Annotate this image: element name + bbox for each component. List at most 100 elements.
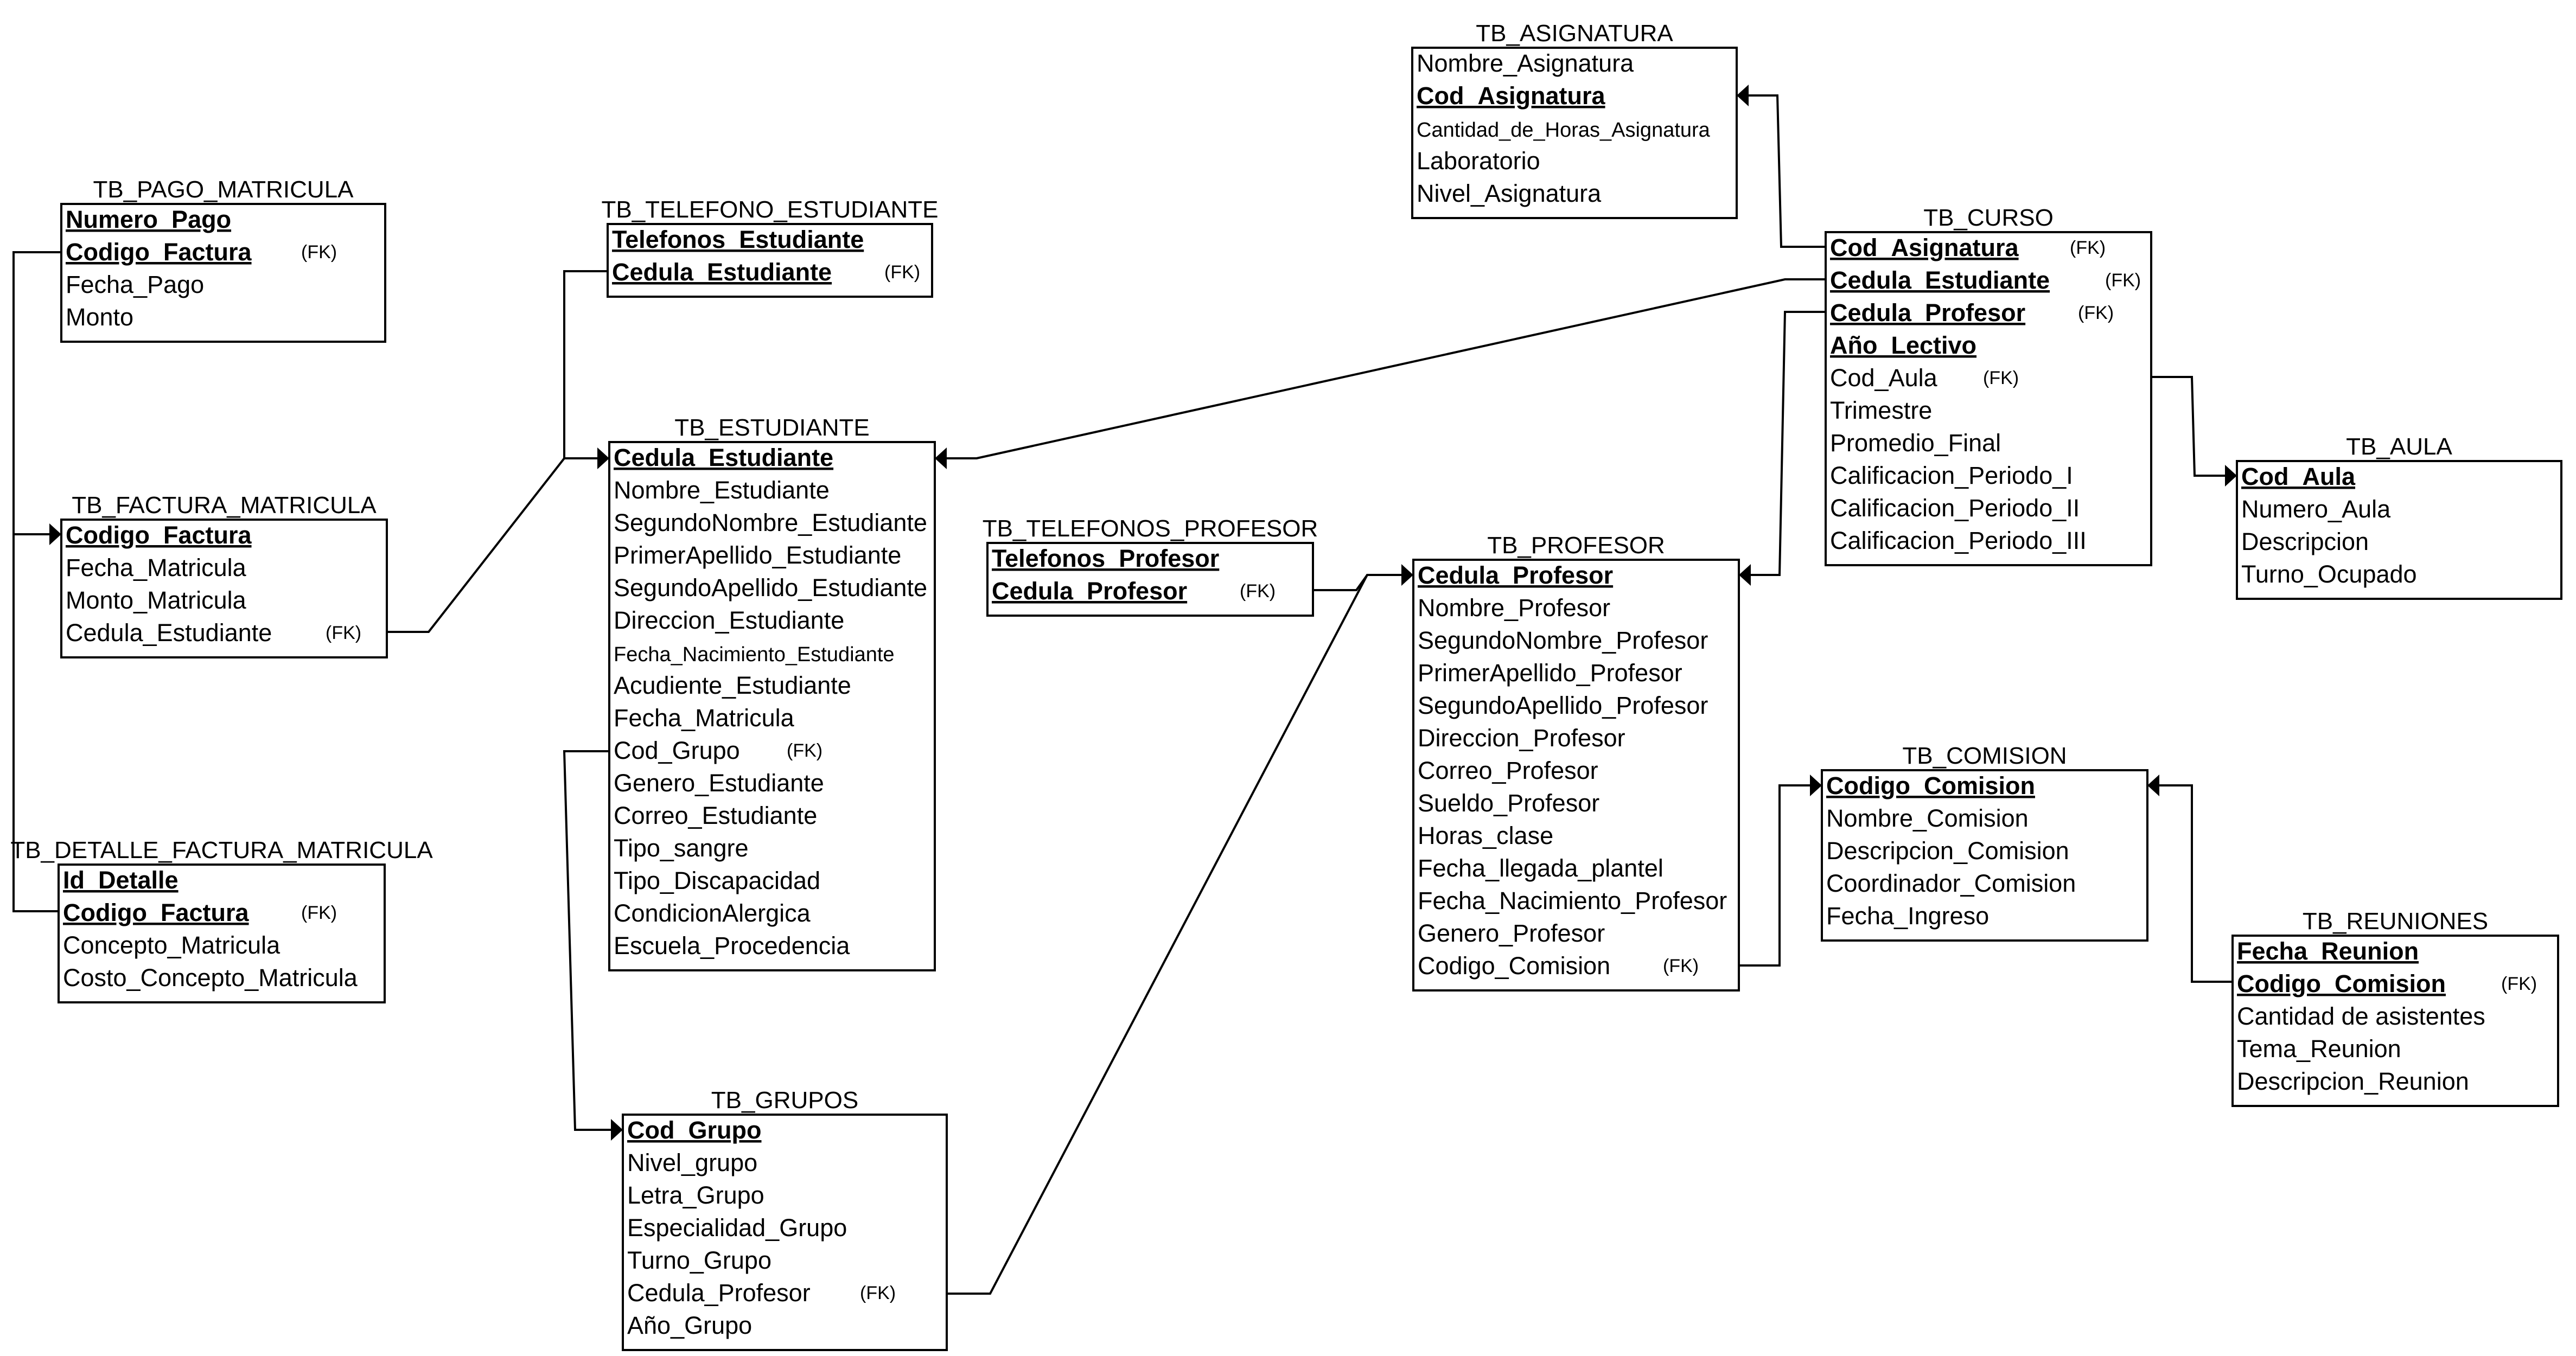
field-costo-concepto-matricula: Costo_Concepto_Matricula [63, 964, 358, 992]
tb-factura-matricula-table: TB_FACTURA_MATRICULACodigo_FacturaFecha_… [60, 492, 388, 658]
field-codigo-factura: Codigo_Factura [63, 899, 250, 926]
fk-marker: (FK) [2078, 303, 2114, 323]
field-horas-clase: Horas_clase [1418, 822, 1553, 849]
field-cedula-estudiante: Cedula_Estudiante [1830, 266, 2050, 294]
tb-grupos-title: TB_GRUPOS [711, 1087, 858, 1114]
field-codigo-comision: Codigo_Comision [2237, 970, 2446, 997]
field-escuela-procedencia: Escuela_Procedencia [614, 932, 850, 960]
tb-grupos-table: TB_GRUPOSCod_GrupoNivel_grupoLetra_Grupo… [622, 1087, 948, 1351]
field-especialidad-grupo: Especialidad_Grupo [627, 1214, 847, 1242]
field-cedula-profesor: Cedula_Profesor [1418, 561, 1613, 589]
relationship-arrowheads [49, 85, 2237, 1141]
tb-reuniones-table: TB_REUNIONESFecha_ReunionCodigo_Comision… [2231, 908, 2559, 1107]
tb-aula-box [2236, 460, 2562, 600]
arrow-into-estudiante-l-icon [597, 447, 609, 469]
tb-estudiante-title: TB_ESTUDIANTE [674, 414, 869, 441]
tb-curso-box [1825, 231, 2152, 566]
arrow-into-estudiante-r-icon [935, 447, 947, 469]
arrow-into-factura-icon [49, 523, 61, 545]
field-fecha-matricula: Fecha_Matricula [66, 554, 247, 581]
link-profesor-comision [1739, 784, 1822, 967]
field-primerapellido-estudiante: PrimerApellido_Estudiante [614, 541, 901, 569]
field-numero-aula: Numero_Aula [2241, 495, 2391, 523]
link-estudiante-grupo [563, 750, 623, 1131]
relationship-lines [12, 94, 2237, 1295]
field-monto: Monto [66, 303, 133, 331]
tb-factura-matricula-box [60, 519, 388, 658]
tb-pago-matricula-box [60, 203, 386, 343]
field-segundoapellido-profesor: SegundoApellido_Profesor [1418, 692, 1708, 719]
arrow-into-profesor-r-icon [1739, 564, 1751, 586]
arrow-into-comision-r-icon [2147, 775, 2159, 796]
tb-estudiante-table: TB_ESTUDIANTECedula_EstudianteNombre_Est… [608, 414, 936, 971]
tb-pago-matricula-title: TB_PAGO_MATRICULA [93, 176, 354, 203]
link-factura-estudiante [387, 457, 609, 633]
field-cod-asignatura: Cod_Asignatura [1417, 82, 1606, 110]
fk-marker: (FK) [1983, 368, 2019, 388]
field-promedio-final: Promedio_Final [1830, 429, 2001, 457]
arrow-into-aula-icon [2225, 465, 2237, 487]
arrow-into-asignatura-icon [1737, 85, 1749, 106]
field-tema-reunion: Tema_Reunion [2237, 1035, 2401, 1063]
tb-comision-table: TB_COMISION Codigo_ComisionNombre_Comisio… [1821, 743, 2148, 942]
field-fecha-nacimiento-estudiante: Fecha_Nacimiento_Estudiante [614, 643, 895, 666]
link-curso-profesor [1739, 311, 1826, 576]
tb-telefonos-profesor-title: TB_TELEFONOS_PROFESOR [983, 515, 1318, 542]
field-direccion-estudiante: Direccion_Estudiante [614, 606, 844, 634]
link-pago-factura [12, 251, 61, 535]
arrow-into-grupos-icon [611, 1119, 623, 1141]
field-acudiente-estudiante: Acudiente_Estudiante [614, 671, 851, 699]
tb-telefono-estudiante-box [607, 223, 933, 298]
field-a-o-lectivo: Año_Lectivo [1830, 331, 1976, 359]
fk-marker: (FK) [301, 903, 337, 923]
tb-asignatura-table: TB_ASIGNATURANombre_AsignaturaCod_Asigna… [1411, 20, 1738, 219]
tables: TB_PAGO_MATRICULA Numero_PagoCodigo_Factu… [10, 20, 2562, 1351]
field-descripcion: Descripcion [2241, 528, 2369, 555]
field-descripcion-reunion: Descripcion_Reunion [2237, 1067, 2469, 1095]
tb-telefonos-profesor-box [986, 542, 1314, 617]
arrow-into-comision-l-icon [1810, 775, 1822, 796]
tb-detalle-factura-matricula-box [58, 864, 386, 1003]
link-telprof-profesor [1313, 574, 1368, 591]
link-grupo-profesor [947, 574, 1413, 1295]
field-cantidad-de-asistentes: Cantidad de asistentes [2237, 1002, 2485, 1030]
tb-detalle-factura-matricula-title: TB_DETALLE_FACTURA_MATRICULA [10, 837, 433, 864]
tb-profesor-table: TB_PROFESORCedula_ProfesorNombre_Profeso… [1412, 532, 1740, 992]
tb-reuniones-title: TB_REUNIONES [2303, 908, 2488, 935]
field-tipo-sangre: Tipo_sangre [614, 834, 749, 862]
field-nombre-profesor: Nombre_Profesor [1418, 594, 1610, 622]
fk-marker: (FK) [2501, 974, 2537, 994]
field-nivel-grupo: Nivel_grupo [627, 1149, 757, 1176]
tb-reuniones-box [2231, 935, 2559, 1107]
tb-pago-matricula-table: TB_PAGO_MATRICULANumero_PagoCodigo_Factu… [60, 176, 386, 343]
field-segundonombre-estudiante: SegundoNombre_Estudiante [614, 509, 927, 536]
fk-marker: (FK) [884, 262, 920, 283]
field-segundoapellido-estudiante: SegundoApellido_Estudiante [614, 574, 927, 602]
field-numero-pago: Numero_Pago [66, 206, 231, 233]
tb-telefono-estudiante-title: TB_TELEFONO_ESTUDIANTE [601, 196, 938, 223]
field-genero-profesor: Genero_Profesor [1418, 919, 1605, 947]
field-fecha-reunion: Fecha_Reunion [2237, 937, 2419, 965]
field-nombre-comision: Nombre_Comision [1826, 804, 2029, 832]
field-cedula-profesor: Cedula_Profesor [1830, 299, 2025, 327]
field-correo-profesor: Correo_Profesor [1418, 757, 1598, 784]
field-cod-asignatura: Cod_Asignatura [1830, 234, 2019, 261]
tb-comision-title: TB_COMISION [1902, 743, 2067, 769]
fk-marker: (FK) [326, 623, 361, 643]
field-cedula-estudiante: Cedula_Estudiante [614, 444, 833, 471]
tb-grupos-box [622, 1114, 948, 1351]
field-codigo-comision: Codigo_Comision [1826, 772, 2035, 799]
field-cedula-profesor: Cedula_Profesor [627, 1279, 811, 1307]
fk-marker: (FK) [1240, 581, 1276, 602]
field-cod-aula: Cod_Aula [1830, 364, 1938, 392]
field-fecha-matricula: Fecha_Matricula [614, 704, 795, 732]
field-id-detalle: Id_Detalle [63, 866, 178, 894]
tb-factura-matricula-title: TB_FACTURA_MATRICULA [72, 492, 377, 519]
fk-marker: (FK) [301, 242, 337, 263]
field-a-o-grupo: Año_Grupo [627, 1312, 752, 1339]
field-letra-grupo: Letra_Grupo [627, 1181, 764, 1209]
field-turno-grupo: Turno_Grupo [627, 1246, 771, 1274]
field-cod-grupo: Cod_Grupo [614, 737, 740, 764]
field-monto-matricula: Monto_Matricula [66, 586, 247, 614]
